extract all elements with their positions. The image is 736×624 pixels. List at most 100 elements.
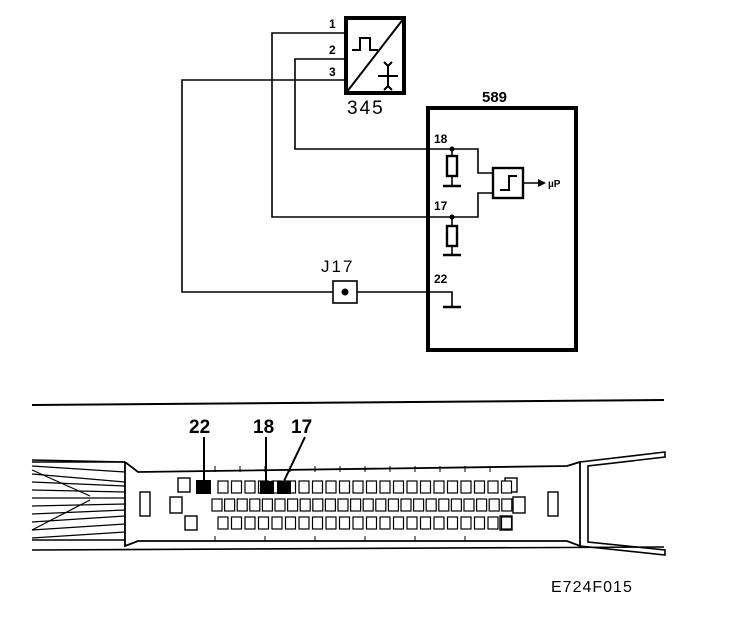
pin-cavity (473, 516, 486, 530)
pin-cavity (271, 516, 283, 530)
callout-18: 18 (253, 417, 274, 438)
pin-cavity (236, 498, 248, 512)
sensor-id: 345 (347, 98, 385, 119)
pin-cavity (365, 516, 378, 530)
pin-cavity (230, 516, 243, 530)
pin-cavity (352, 516, 364, 530)
ecu-pin-22: 22 (434, 272, 448, 286)
wire-pin2-to-18 (294, 58, 452, 150)
pin-cavities (211, 480, 513, 530)
pin-18-highlight (260, 481, 274, 494)
pin-cavity (379, 516, 391, 530)
wires (181, 32, 452, 293)
arrow-right-icon (538, 179, 546, 187)
pin-cavity (217, 516, 229, 530)
pin-cavity (406, 480, 418, 494)
pin-cavity (476, 498, 488, 512)
connector-view (31, 399, 666, 556)
pin-cavity (244, 480, 256, 494)
pin-cavity (446, 480, 459, 494)
sensor-diagonal (345, 17, 405, 94)
pin-cavity (463, 498, 475, 512)
pin-cavity (298, 480, 310, 494)
pin-cavity (362, 498, 374, 512)
pin-cavity (387, 498, 399, 512)
pin-cavity (325, 480, 337, 494)
pin-cavity (312, 498, 324, 512)
pin-17-highlight (277, 481, 291, 494)
sensor-pin-3: 3 (329, 65, 336, 79)
harness-top (31, 459, 126, 463)
pin-cavity (298, 516, 310, 530)
pin-cavity (217, 480, 229, 494)
wire-pin1-to-17 (271, 32, 452, 218)
ecu-internal-circuit (430, 148, 540, 309)
pin-cavity (337, 498, 349, 512)
pin-cavity (244, 516, 256, 530)
pin-cavity (352, 480, 364, 494)
pin-cavity (446, 516, 459, 530)
pin-cavity (274, 498, 286, 512)
pin-cavity (500, 480, 513, 494)
ecu-pin-18: 18 (434, 132, 448, 146)
node-17 (449, 214, 455, 220)
pin-cavity (487, 480, 499, 494)
schmitt-trigger-icon (500, 175, 517, 191)
pin-cavity (433, 480, 445, 494)
ecu-output-label: µP (548, 179, 561, 190)
housing-top-line (31, 399, 665, 406)
connector-bottom-line (31, 546, 665, 551)
wire-pin3-to-j17 (181, 79, 346, 293)
latch-outline (579, 451, 666, 556)
left-guides (139, 477, 198, 531)
pin-cavity (392, 516, 405, 530)
pin-cavity (249, 498, 261, 512)
sensor-pin-1: 1 (329, 17, 336, 31)
pin-cavity (311, 480, 324, 494)
harness-wires (31, 465, 126, 539)
pin-cavity (400, 498, 412, 512)
pin-cavity (487, 516, 499, 530)
pin-cavity (450, 498, 462, 512)
junction-j17: J17 (321, 257, 358, 304)
pin-cavity (413, 498, 425, 512)
pin-cavity (392, 480, 405, 494)
pin-cavity (438, 498, 450, 512)
pin-cavity (365, 480, 378, 494)
pin-cavity (419, 516, 432, 530)
callout-17-leader (283, 436, 306, 482)
pin-cavity (284, 516, 297, 530)
pin-cavity (325, 516, 337, 530)
ecu-box (426, 106, 578, 352)
sensor-pin-2: 2 (329, 43, 336, 57)
ecu-589: 589 18 17 22 µP (426, 89, 578, 352)
pin-cavity (338, 480, 351, 494)
pin-cavity (311, 516, 324, 530)
pin-cavity (488, 498, 500, 512)
ecu-pin-17: 17 (434, 199, 448, 213)
pin-cavity (257, 516, 270, 530)
pin-cavity (261, 498, 273, 512)
node-18 (449, 146, 455, 152)
callout-22: 22 (189, 417, 210, 438)
pin-cavity (299, 498, 311, 512)
pin-cavity (500, 516, 513, 530)
inductive-sensor-icon (378, 61, 398, 91)
pin-cavity (379, 480, 391, 494)
pin-cavity (224, 498, 236, 512)
pin-cavity (460, 480, 472, 494)
pin-cavity (406, 516, 418, 530)
pin-22-highlight (196, 480, 211, 494)
pin-cavity (350, 498, 362, 512)
pulse-icon (352, 37, 378, 51)
callout-17: 17 (291, 417, 312, 438)
pin-cavity (473, 480, 486, 494)
figure-code: E724F015 (551, 579, 633, 596)
pin-cavity (433, 516, 445, 530)
top-ribs (214, 466, 491, 541)
sensor-345: 1 2 3 345 (329, 16, 406, 119)
pin-cavity (338, 516, 351, 530)
pin-cavity (460, 516, 472, 530)
pin-cavity (230, 480, 243, 494)
